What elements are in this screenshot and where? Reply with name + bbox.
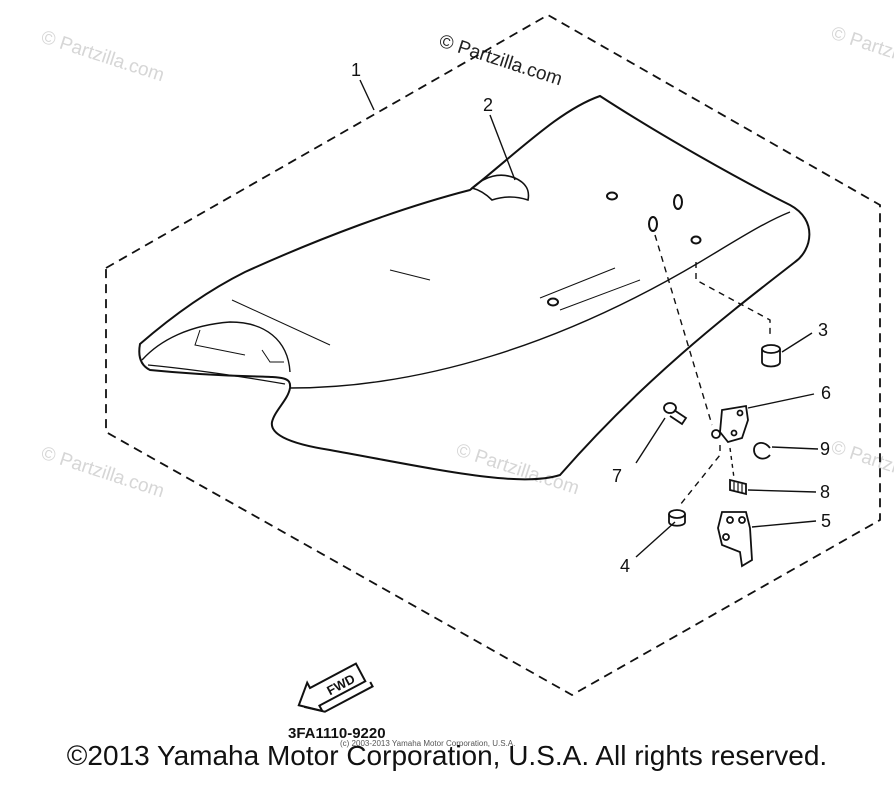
part-label-4: 4	[620, 556, 630, 576]
copyright-footer: ©2013 Yamaha Motor Corporation, U.S.A. A…	[66, 740, 828, 771]
part-label-3: 3	[818, 320, 828, 340]
fwd-arrow-icon	[297, 662, 374, 713]
watermark: © Partzilla.com	[38, 27, 166, 87]
part-label-7: 7	[612, 466, 622, 486]
partzilla-watermark: © Partzilla.com	[436, 31, 564, 91]
watermark: © Partzilla.com	[828, 437, 894, 497]
seat-drawing	[138, 94, 811, 481]
part-bolt-7	[663, 402, 688, 426]
part-label-9: 9	[820, 439, 830, 459]
part-label-5: 5	[821, 511, 831, 531]
assembly-outline	[105, 13, 881, 697]
watermark: © Partzilla.com	[38, 443, 166, 503]
leader-lines	[359, 79, 819, 558]
part-label-1: 1	[351, 60, 361, 80]
part-damper-4	[668, 509, 686, 527]
part-label-6: 6	[821, 383, 831, 403]
diagram-code: 3FA1110-9220	[288, 725, 386, 742]
part-clip-9	[753, 442, 771, 460]
part-cushion-3	[761, 344, 781, 368]
part-screw-8	[729, 478, 747, 496]
watermark: © Partzilla.com	[828, 23, 894, 83]
small-copyright: (c) 2003-2013 Yamaha Motor Corporation, …	[340, 739, 515, 748]
part-hook-5	[717, 511, 753, 568]
part-bracket-6	[711, 404, 749, 444]
part-label-2: 2	[483, 95, 493, 115]
part-label-8: 8	[820, 482, 830, 502]
watermark: © Partzilla.com	[453, 440, 581, 500]
